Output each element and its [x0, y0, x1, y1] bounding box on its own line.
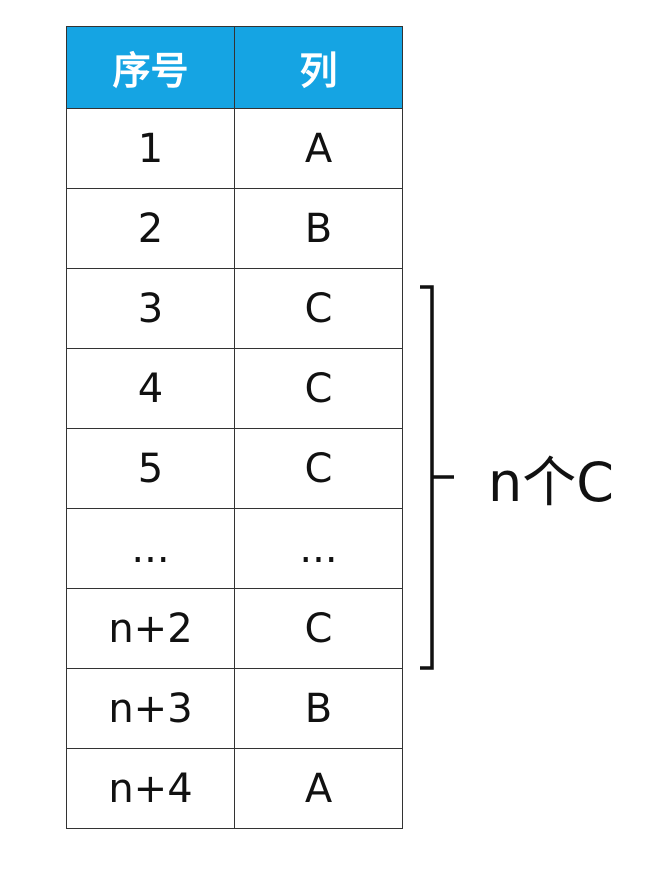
row-value-cell: C [234, 428, 403, 509]
row-value-cell: C [234, 268, 403, 349]
row-value-cell: B [234, 188, 403, 269]
row-index-cell: 1 [66, 108, 235, 189]
row-index-cell: n+3 [66, 668, 235, 749]
row-value-cell: C [234, 588, 403, 669]
row-index-cell: 3 [66, 268, 235, 349]
table-row: 5 C [66, 428, 403, 509]
bracket-label: n个C [488, 451, 614, 514]
right-bracket [420, 285, 454, 670]
table-header-row: 序号 列 [66, 26, 403, 109]
table-row: n+2 C [66, 588, 403, 669]
sequence-table: 序号 列 1 A 2 B 3 C 4 C 5 C ... ... n+2 [66, 26, 403, 829]
row-value-cell: C [234, 348, 403, 429]
table-row: n+4 A [66, 748, 403, 829]
row-value-cell: A [234, 108, 403, 189]
table-row: 1 A [66, 108, 403, 189]
row-value-cell: B [234, 668, 403, 749]
row-value-cell: A [234, 748, 403, 829]
row-index-cell: ... [66, 508, 235, 589]
table-row: n+3 B [66, 668, 403, 749]
row-value-cell: ... [234, 508, 403, 589]
row-index-cell: 2 [66, 188, 235, 269]
row-index-cell: n+4 [66, 748, 235, 829]
row-index-cell: 4 [66, 348, 235, 429]
row-index-cell: n+2 [66, 588, 235, 669]
table-row: 4 C [66, 348, 403, 429]
row-index-cell: 5 [66, 428, 235, 509]
table-row: 2 B [66, 188, 403, 269]
table-row: 3 C [66, 268, 403, 349]
header-index: 序号 [66, 26, 235, 109]
header-column: 列 [234, 26, 403, 109]
table-row: ... ... [66, 508, 403, 589]
